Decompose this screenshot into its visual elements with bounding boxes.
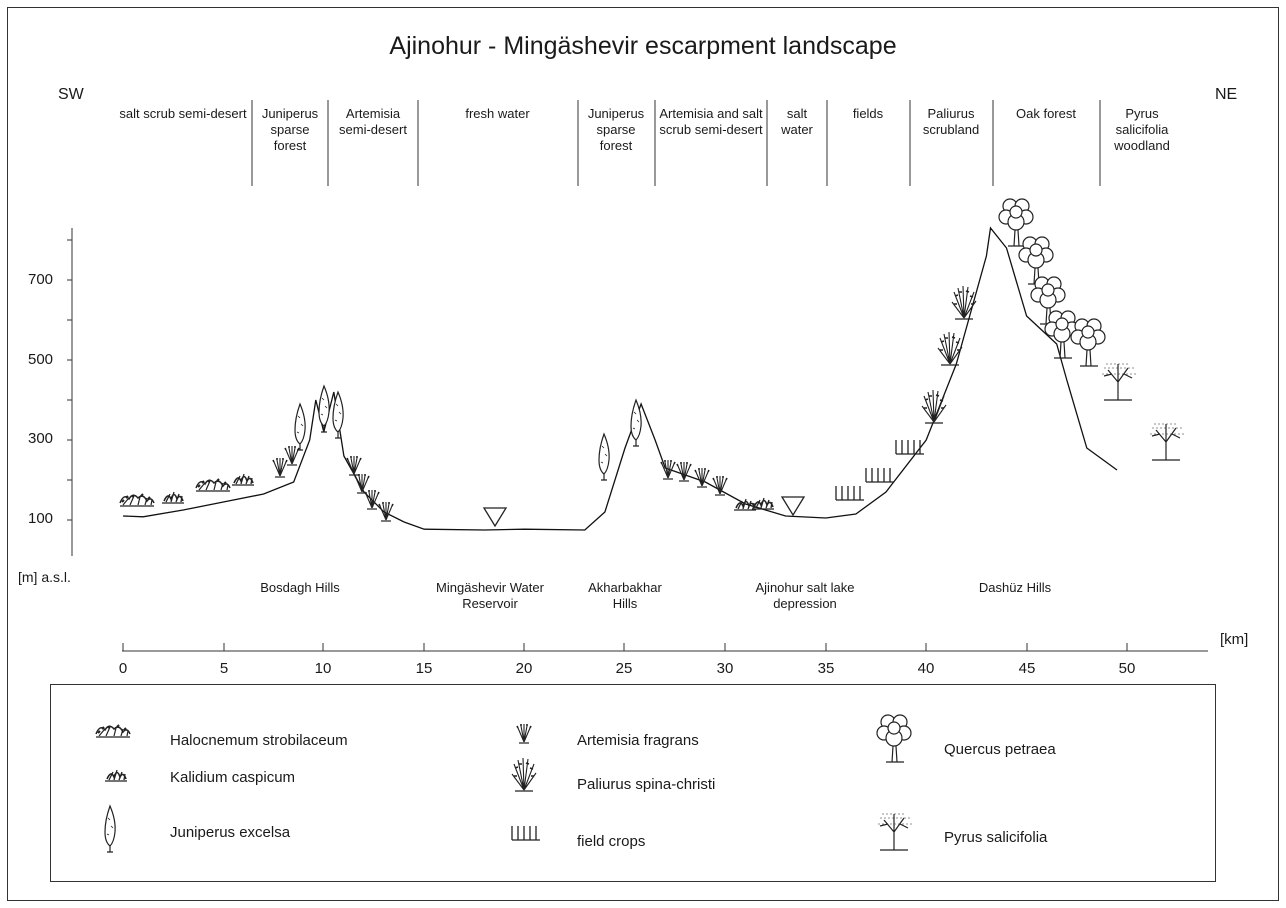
zone-dividers xyxy=(251,100,1101,186)
salt-water-marker xyxy=(781,496,805,516)
place-label: Dashüz Hills xyxy=(978,580,1052,595)
y-axis-unit: [m] a.s.l. xyxy=(18,569,71,585)
x-axis-unit: [km] xyxy=(1220,631,1249,648)
zone-label: fields xyxy=(852,106,884,121)
x-tick-label: 25 xyxy=(615,660,633,677)
diagram-title: Ajinohur - Mingäshevir escarpment landsc… xyxy=(389,32,897,60)
legend-item-quercus: Quercus petraea xyxy=(944,741,1056,758)
zone-label: salt water xyxy=(781,106,813,137)
y-tick-label: 700 xyxy=(28,271,54,288)
x-tick-label: 5 xyxy=(219,660,229,677)
y-tick-label: 300 xyxy=(28,430,54,447)
x-tick-label: 0 xyxy=(118,660,128,677)
x-tick-label: 40 xyxy=(917,660,935,677)
zone-label: fresh water xyxy=(465,106,530,121)
x-tick-label: 15 xyxy=(415,660,433,677)
direction-ne: NE xyxy=(1215,86,1238,103)
x-axis xyxy=(122,643,1208,652)
zone-label: Juniperus sparse forest xyxy=(587,106,645,153)
zone-label: salt scrub semi-desert xyxy=(119,106,247,121)
place-label: Mingäshevir Water Reservoir xyxy=(436,580,544,611)
zone-label: Artemisia and salt scrub semi-desert xyxy=(659,106,763,137)
x-tick-label: 10 xyxy=(314,660,332,677)
x-tick-label: 35 xyxy=(817,660,835,677)
fresh-water-marker xyxy=(483,507,507,527)
place-label: Akharbakhar Hills xyxy=(588,580,662,611)
zone-label: Artemisia semi-desert xyxy=(339,106,407,137)
legend-box xyxy=(50,684,1216,882)
figure-frame xyxy=(7,7,1279,901)
y-tick-label: 100 xyxy=(28,510,54,527)
profile-vegetation xyxy=(119,198,1185,522)
legend-item-juniperus: Juniperus excelsa xyxy=(170,824,291,841)
zone-label: Oak forest xyxy=(1016,106,1076,121)
terrain-profile xyxy=(122,226,1118,531)
x-tick-label: 45 xyxy=(1018,660,1036,677)
y-axis xyxy=(67,228,73,556)
legend-item-pyrus: Pyrus salicifolia xyxy=(944,829,1048,846)
x-tick-label: 30 xyxy=(716,660,734,677)
legend-item-halocnemum: Halocnemum strobilaceum xyxy=(170,732,348,749)
legend-item-field-crops: field crops xyxy=(577,833,646,850)
zone-label: Juniperus sparse forest xyxy=(261,106,319,153)
legend-item-kalidium: Kalidium caspicum xyxy=(170,769,296,786)
direction-sw: SW xyxy=(58,86,84,103)
place-label: Bosdagh Hills xyxy=(260,580,340,595)
y-tick-label: 500 xyxy=(28,351,54,368)
place-label: Ajinohur salt lake depression xyxy=(755,580,855,611)
x-tick-label: 50 xyxy=(1118,660,1136,677)
zone-label: Pyrus salicifolia woodland xyxy=(1114,106,1170,153)
legend-item-artemisia: Artemisia fragrans xyxy=(577,732,699,749)
legend-item-paliurus: Paliurus spina-christi xyxy=(577,776,716,793)
x-tick-label: 20 xyxy=(515,660,533,677)
zone-label: Paliurus scrubland xyxy=(922,106,980,137)
